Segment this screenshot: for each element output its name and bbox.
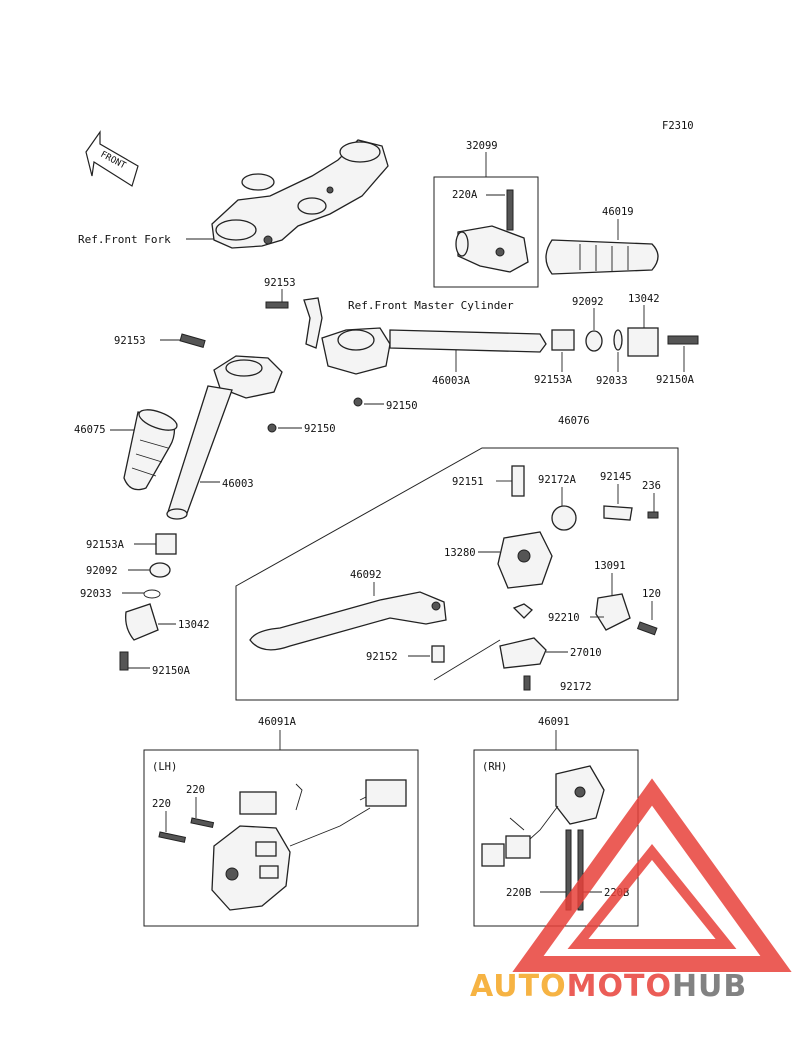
label-92092-left: 92092 [86, 565, 118, 577]
label-220-b: 220 [186, 784, 205, 796]
collar-92092-left [149, 562, 171, 578]
label-46076: 46076 [558, 415, 590, 427]
label-92150A-top: 92150A [656, 374, 695, 386]
bolt-92153-top [265, 301, 289, 309]
box-lh-switch [143, 749, 419, 927]
label-46091A: 46091A [258, 716, 297, 728]
brake-lever-46092 [249, 591, 447, 651]
left-grip-icon [123, 409, 178, 491]
label-13042-left: 13042 [178, 619, 210, 631]
right-handlebar-tube [389, 329, 547, 353]
label-220A: 220A [452, 189, 478, 201]
label-220-a: 220 [152, 798, 171, 810]
label-220B-a: 220B [506, 887, 531, 899]
bolt-92150-a [353, 397, 363, 407]
box-lever-assembly [235, 447, 679, 701]
weight-13042-left [125, 603, 159, 641]
label-13091: 13091 [594, 560, 626, 572]
label-32099: 32099 [466, 140, 498, 152]
label-92172A: 92172A [538, 474, 577, 486]
right-grip-icon [545, 239, 659, 275]
label-46092: 46092 [350, 569, 382, 581]
label-92152: 92152 [366, 651, 398, 663]
rh-connector-a [481, 843, 505, 867]
watermark-logo: AUTOMOTOHUB [470, 778, 792, 1004]
pivot-92152 [431, 645, 445, 663]
nut [512, 603, 533, 619]
label-92033-top: 92033 [596, 375, 628, 387]
switch-27010 [499, 637, 547, 669]
label-46075: 46075 [74, 424, 106, 436]
label-236: 236 [642, 480, 661, 492]
spring-92145 [603, 505, 633, 521]
bar-end-parts-top [551, 327, 699, 357]
upper-triple-clamp [211, 139, 389, 249]
clamp-13091 [595, 593, 631, 631]
label-46019: 46019 [602, 206, 634, 218]
label-13280: 13280 [444, 547, 476, 559]
label-92210: 92210 [548, 612, 580, 624]
label-46003: 46003 [222, 478, 254, 490]
label-92150-b: 92150 [304, 423, 336, 435]
screw-220B-b [577, 829, 584, 911]
lh-connector-a [239, 791, 277, 815]
bolt-92151 [511, 465, 525, 497]
label-13042-top: 13042 [628, 293, 660, 305]
label-92153-left: 92153 [114, 335, 146, 347]
bolt-92150A-left [119, 651, 129, 671]
label-rh: (RH) [482, 761, 507, 773]
rh-switch-housing [555, 765, 605, 825]
bracket-top [303, 297, 323, 349]
label-46003A: 46003A [432, 375, 471, 387]
label-ref-front-master-cylinder: Ref.Front Master Cylinder [348, 299, 514, 312]
right-handlebar-clamp [321, 327, 391, 375]
label-92092-top: 92092 [572, 296, 604, 308]
ring-92033-left [143, 589, 161, 599]
lever-bracket-13280 [497, 531, 553, 589]
label-92033-left: 92033 [80, 588, 112, 600]
label-27010: 27010 [570, 647, 602, 659]
left-handlebar-tube [166, 385, 233, 520]
adjuster-92172A [551, 505, 577, 531]
label-92150A-left: 92150A [152, 665, 191, 677]
label-46091: 46091 [538, 716, 570, 728]
left-handlebar-clamp [213, 355, 283, 399]
screw-220-a [158, 831, 187, 843]
bolt-120 [636, 621, 658, 636]
screw-92172 [523, 675, 531, 691]
label-92153-top: 92153 [264, 277, 296, 289]
label-120: 120 [642, 588, 661, 600]
screw-236 [647, 511, 659, 519]
label-92153A-top: 92153A [534, 374, 573, 386]
lh-wiring [289, 783, 377, 847]
bolt-92150-b [267, 423, 277, 433]
diagram-code: F2310 [662, 120, 694, 132]
rh-connector-b [505, 835, 531, 859]
label-92150-a: 92150 [386, 400, 418, 412]
bolt-92153-left [179, 333, 206, 348]
label-92153A-left: 92153A [86, 539, 125, 551]
throttle-housing-icon [455, 189, 529, 273]
lh-switch-housing [211, 825, 291, 911]
front-arrow-icon: FRONT [85, 130, 139, 187]
label-ref-front-fork: Ref.Front Fork [78, 233, 171, 246]
lh-connector-b [365, 779, 407, 807]
label-lh: (LH) [152, 761, 177, 773]
label-92172: 92172 [560, 681, 592, 693]
weight-92153A-left [155, 533, 177, 555]
label-92145: 92145 [600, 471, 632, 483]
screw-220-b [190, 817, 215, 829]
watermark-text: AUTOMOTOHUB [470, 969, 747, 1004]
label-92151: 92151 [452, 476, 484, 488]
